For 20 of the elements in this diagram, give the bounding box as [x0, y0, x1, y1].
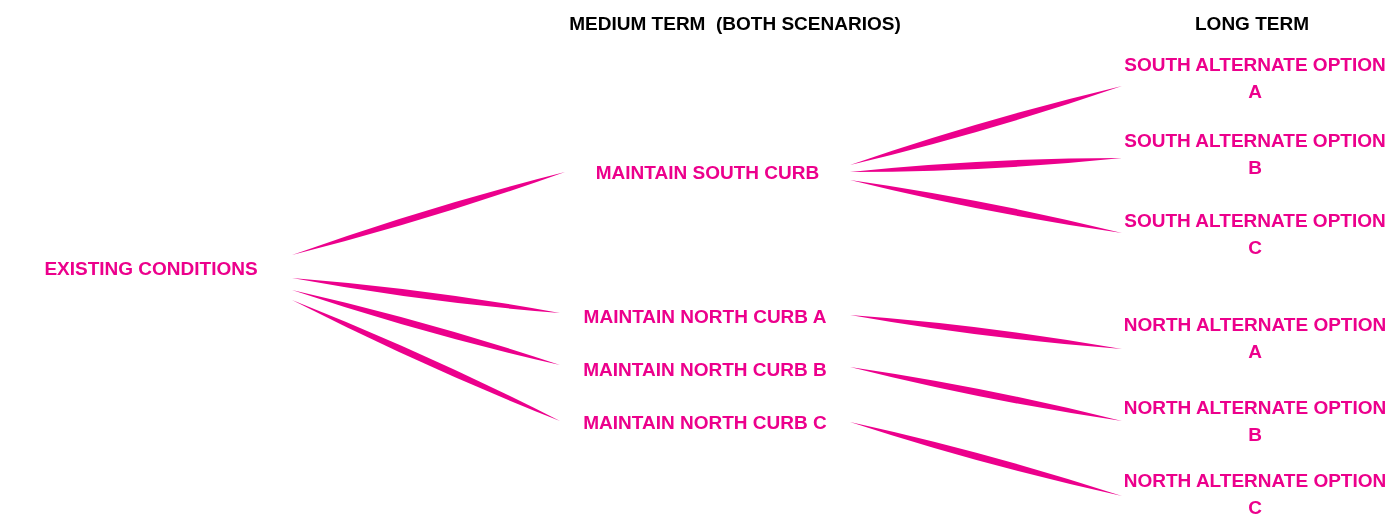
column-heading: LONG TERM — [1194, 12, 1310, 36]
tapered-connector — [850, 86, 1122, 165]
option-label: MAINTAIN NORTH CURB A — [583, 304, 827, 329]
tapered-connector — [292, 300, 560, 421]
option-label: NORTH ALTERNATE OPTION A — [1122, 313, 1388, 364]
option-label: SOUTH ALTERNATE OPTION A — [1123, 53, 1387, 104]
tapered-connector — [292, 278, 560, 313]
column-heading: MEDIUM TERM (BOTH SCENARIOS) — [568, 12, 902, 36]
tapered-connector — [850, 180, 1122, 233]
option-label: SOUTH ALTERNATE OPTION C — [1123, 209, 1387, 260]
tapered-connector — [850, 367, 1122, 421]
option-label: NORTH ALTERNATE OPTION B — [1122, 396, 1388, 447]
option-label: EXISTING CONDITIONS — [44, 256, 258, 281]
option-label: MAINTAIN NORTH CURB C — [583, 410, 827, 435]
tapered-connector — [292, 172, 565, 255]
tapered-connector — [850, 315, 1122, 349]
option-label: MAINTAIN SOUTH CURB — [595, 160, 820, 185]
option-label: SOUTH ALTERNATE OPTION B — [1123, 129, 1387, 180]
option-label: MAINTAIN NORTH CURB B — [583, 357, 827, 382]
option-label: NORTH ALTERNATE OPTION C — [1122, 469, 1388, 520]
